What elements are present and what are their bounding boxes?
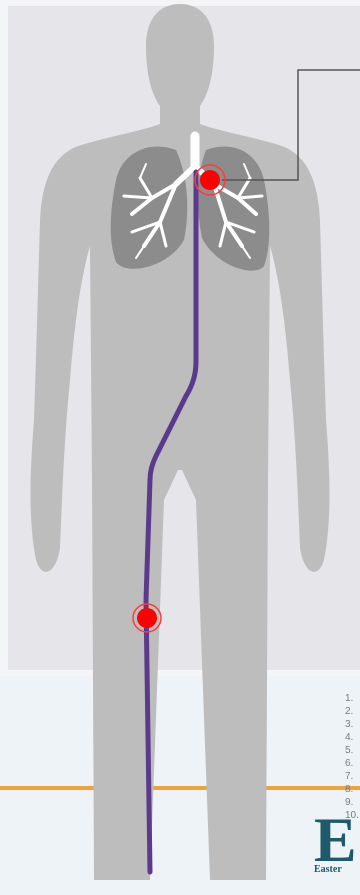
list-number: 3.: [345, 718, 359, 731]
list-number: 5.: [345, 744, 359, 757]
eastern-logo[interactable]: E Easter: [314, 816, 360, 878]
human-silhouette: [31, 4, 330, 880]
list-number: 7.: [345, 770, 359, 783]
list-number: 1.: [345, 692, 359, 705]
list-number: 2.: [345, 705, 359, 718]
leg-clot-marker: [133, 604, 161, 632]
list-number: 4.: [345, 731, 359, 744]
list-number: 8.: [345, 783, 359, 796]
logo-word: Easter: [314, 864, 342, 876]
side-number-list: 1. 2. 3. 4. 5. 6. 7. 8. 9. 10.: [345, 692, 359, 822]
list-number: 9.: [345, 796, 359, 809]
list-number: 6.: [345, 757, 359, 770]
